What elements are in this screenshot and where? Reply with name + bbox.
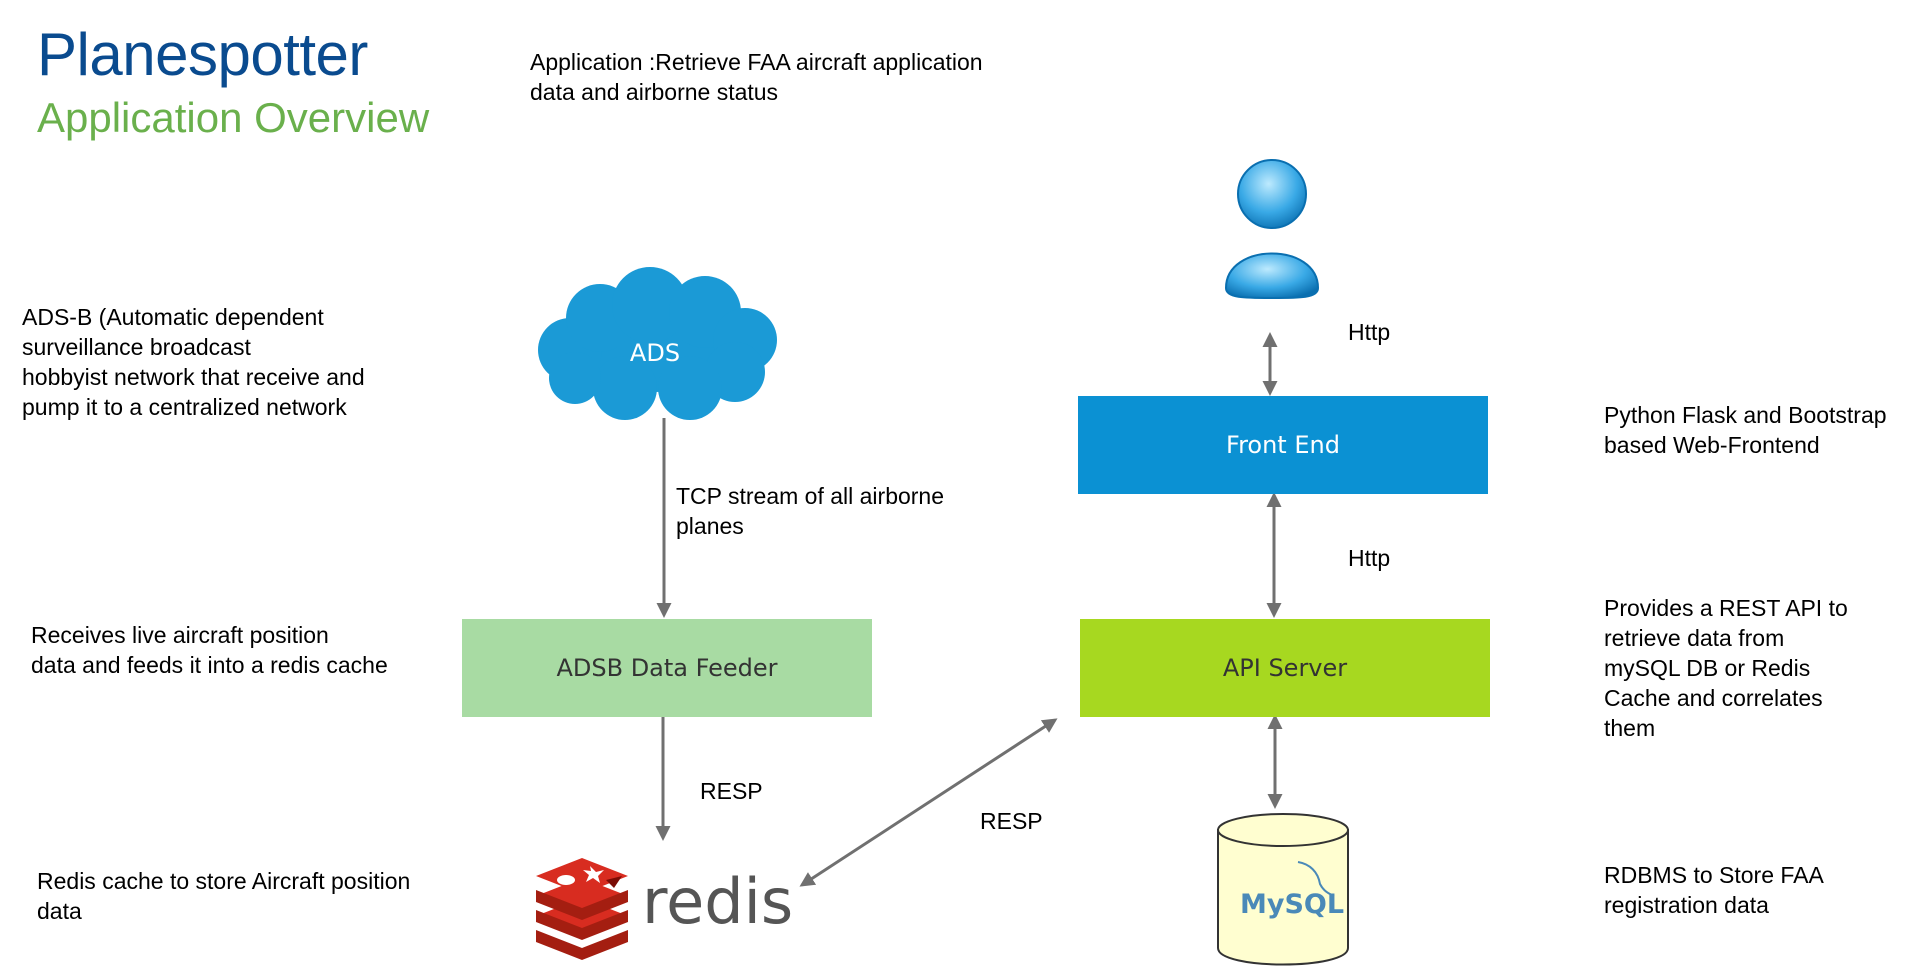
api-server-node: API Server	[1080, 619, 1490, 717]
application-description: Application :Retrieve FAA aircraft appli…	[530, 49, 983, 105]
ads-cloud-icon	[538, 267, 777, 420]
api-note: Provides a REST API to retrieve data fro…	[1604, 595, 1848, 741]
user-icon	[1224, 159, 1320, 299]
page-title: Planespotter	[37, 21, 368, 88]
feeder-note: Receives live aircraft position data and…	[31, 622, 388, 678]
http-edge-label-user: Http	[1348, 319, 1391, 345]
resp-arrow-redis-api	[799, 718, 1058, 887]
resp-edge-label-api: RESP	[980, 808, 1043, 834]
redis-node-label: redis	[642, 865, 794, 938]
resp-edge-label-feeder: RESP	[700, 778, 763, 804]
ads-node-label: ADS	[629, 339, 681, 367]
mysql-note: RDBMS to Store FAA registration data	[1604, 862, 1824, 918]
redis-note: Redis cache to store Aircraft position d…	[37, 868, 411, 924]
frontend-note: Python Flask and Bootstrap based Web-Fro…	[1604, 402, 1887, 458]
feeder-node: ADSB Data Feeder	[462, 619, 872, 717]
page-subtitle: Application Overview	[37, 94, 430, 141]
redis-logo-icon	[536, 858, 628, 960]
tcp-edge-label: TCP stream of all airborne planes	[676, 483, 945, 539]
mysql-cylinder-icon	[1217, 813, 1349, 966]
frontend-node: Front End	[1078, 396, 1488, 494]
http-edge-label-api: Http	[1348, 545, 1391, 571]
adsb-note: ADS-B (Automatic dependent surveillance …	[22, 304, 365, 420]
mysql-node-label: MySQL	[1240, 889, 1345, 920]
